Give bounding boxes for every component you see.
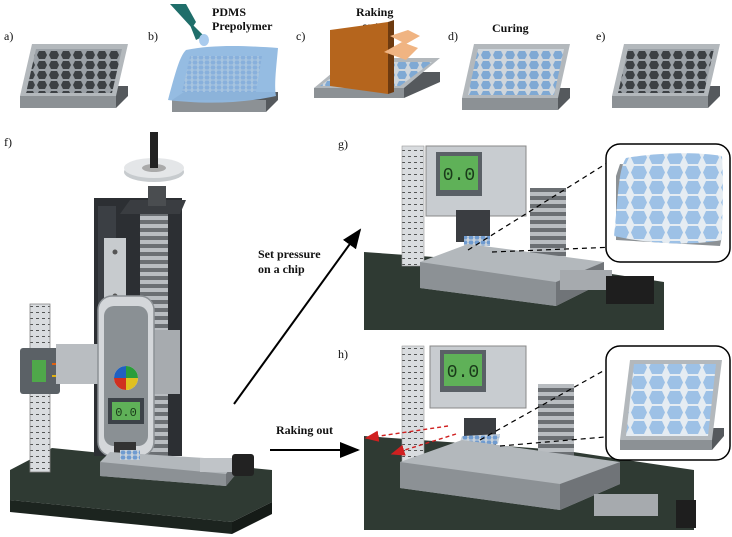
panel-h-label: h) [338,347,348,361]
on-chip-label: on a chip [258,262,305,276]
chip [120,450,140,460]
pdms-label: PDMS [212,5,246,19]
set-pressure-label: Set pressure [258,247,321,261]
g-pdms-surface [614,153,723,244]
h-gauge-reading: 0.0 [447,363,479,383]
panel-a: a) [4,29,128,108]
panel-g-label: g) [338,137,348,151]
gauge-logo-icon [126,366,138,378]
panel-b-label: b) [148,29,158,43]
panel-c: c) Raking out [296,5,440,98]
g-gauge-reading: 0.0 [443,166,475,186]
panel-e-label: e) [596,29,605,43]
raking-label: Raking [356,5,393,19]
prepolymer-label: Prepolymer [212,19,273,33]
panel-h: h) 0.0 [338,345,731,530]
arrow-to-g [233,228,362,405]
bracket [104,238,126,308]
gauge-display [112,402,140,420]
panel-a-label: a) [4,29,13,43]
stage-knob-icon[interactable] [232,454,254,476]
panel-f: f) [4,132,272,534]
panel-d-label: d) [448,29,458,43]
raking-arrow-icon [384,42,418,60]
knob-handle[interactable] [150,132,158,168]
raking-blade [330,22,388,94]
droplet-icon [199,34,209,46]
curing-label: Curing [492,21,529,35]
panel-e: e) [596,29,720,108]
h-hex-cells [626,364,716,436]
panel-g: g) 0.0 [338,137,731,330]
raking-out-label: Raking out [276,423,333,437]
panel-c-label: c) [296,29,305,43]
panel-b: b) PDMS Prepolymer [148,4,278,112]
panel-d: d) Curing [448,21,570,110]
g-chip [464,236,490,246]
gauge-reading: 0.0 [115,406,137,420]
panel-f-label: f) [4,135,12,149]
